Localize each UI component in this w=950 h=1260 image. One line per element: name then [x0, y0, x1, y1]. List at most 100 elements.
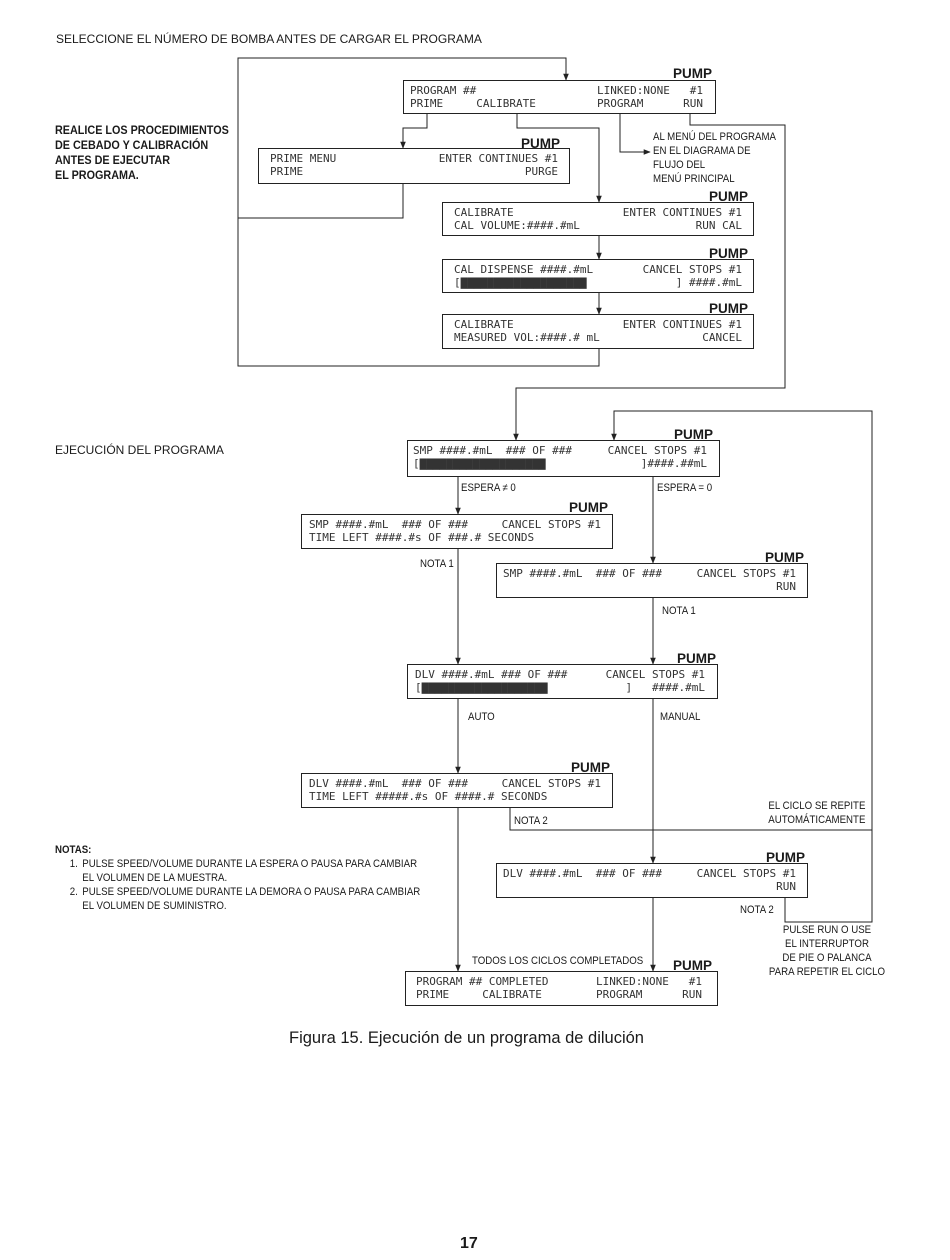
side-note-line: ANTES DE EJECUTAR	[55, 153, 171, 167]
lcd-line: CAL VOLUME:####.#mL	[454, 219, 580, 232]
lcd-line: PRIME	[270, 165, 304, 178]
notes-block: NOTAS: 1. PULSE SPEED/VOLUME DURANTE LA …	[55, 843, 420, 913]
pump-label: PUMP	[571, 760, 611, 775]
lcd-line: RUN	[776, 880, 796, 893]
page-number: 17	[460, 1235, 478, 1252]
nota2-label: NOTA 2	[740, 904, 774, 916]
lcd-smp-progress-screen: SMP ####.#mL ### OF ### CANCEL STOPS #1 […	[407, 440, 720, 477]
press-run-line: EL INTERRUPTOR	[785, 938, 869, 950]
lcd-line: CANCEL STOPS #1	[607, 444, 707, 457]
menu-note-line: EN EL DIAGRAMA DE	[653, 145, 751, 157]
lcd-line: CANCEL STOPS #1	[696, 567, 796, 580]
lcd-line: SMP ####.#mL ### OF ###	[503, 567, 662, 580]
lcd-line: ] ####.#mL	[625, 681, 705, 694]
pump-label: PUMP	[709, 246, 749, 261]
lcd-line: LINKED:NONE #1	[597, 84, 703, 97]
lcd-smp-wait-screen: SMP ####.#mL ### OF ### CANCEL STOPS #1 T…	[301, 514, 613, 549]
press-run-note: PULSE RUN O USE EL INTERRUPTOR DE PIE O …	[768, 923, 886, 979]
lcd-line: CANCEL STOPS #1	[501, 777, 601, 790]
pump-label: PUMP	[521, 136, 561, 151]
lcd-line: CANCEL STOPS #1	[696, 867, 796, 880]
pump-label: PUMP	[677, 651, 717, 666]
lcd-line: TIME LEFT #####.#s OF ####.# SECONDS	[309, 790, 548, 803]
lcd-line: SMP ####.#mL ### OF ###	[413, 444, 572, 457]
lcd-line: CANCEL	[702, 331, 742, 344]
note-line: EL VOLUMEN DE SUMINISTRO.	[82, 900, 227, 912]
side-note-line: REALICE LOS PROCEDIMIENTOS	[55, 123, 229, 137]
lcd-line: CANCEL STOPS #1	[642, 263, 742, 276]
pump-label: PUMP	[569, 500, 609, 515]
menu-note-line: AL MENÚ DEL PROGRAMA	[653, 131, 777, 143]
lcd-progress-bar: [▇▇▇▇▇▇▇▇▇▇▇▇▇▇▇▇▇▇▇	[415, 681, 548, 694]
cycle-repeats-line: EL CICLO SE REPITE	[767, 800, 865, 812]
lcd-line: PRIME CALIBRATE	[416, 988, 542, 1001]
pump-label: PUMP	[709, 189, 749, 204]
espera-not-zero-label: ESPERA ≠ 0	[461, 482, 516, 494]
menu-note-line: MENÚ PRINCIPAL	[653, 173, 735, 185]
lcd-dlv-progress-screen: DLV ####.#mL ### OF ### CANCEL STOPS #1 […	[407, 664, 718, 699]
pump-label: PUMP	[765, 550, 805, 565]
nota1-label: NOTA 1	[662, 605, 696, 617]
pump-label: PUMP	[766, 850, 806, 865]
lcd-line: ]####.##mL	[640, 457, 707, 470]
note-number: 2.	[69, 886, 78, 898]
lcd-line: TIME LEFT ####.#s OF ###.# SECONDS	[309, 531, 535, 544]
lcd-line: CALIBRATE	[454, 206, 514, 219]
lcd-calibrate-measured-screen: CALIBRATE ENTER CONTINUES #1 MEASURED VOL…	[442, 314, 754, 349]
nota1-label: NOTA 1	[420, 558, 454, 570]
lcd-cal-dispense-screen: CAL DISPENSE ####.#mL CANCEL STOPS #1 [▇▇…	[442, 259, 754, 293]
figure-caption: Figura 15. Ejecución de un programa de d…	[289, 1029, 644, 1047]
lcd-progress-bar: [▇▇▇▇▇▇▇▇▇▇▇▇▇▇▇▇▇▇▇	[413, 457, 546, 470]
lcd-line: ENTER CONTINUES #1	[438, 152, 558, 165]
cycle-repeats-line: AUTOMÁTICAMENTE	[767, 814, 865, 826]
lcd-line: DLV ####.#mL ### OF ###	[503, 867, 662, 880]
lcd-line: CANCEL STOPS #1	[501, 518, 601, 531]
lcd-line: PROGRAM ## COMPLETED	[416, 975, 549, 988]
pump-label: PUMP	[673, 958, 713, 973]
lcd-line: LINKED:NONE #1	[596, 975, 702, 988]
lcd-line: CANCEL STOPS #1	[605, 668, 705, 681]
lcd-line: CAL DISPENSE ####.#mL	[454, 263, 594, 276]
menu-note: AL MENÚ DEL PROGRAMA EN EL DIAGRAMA DE F…	[653, 130, 776, 186]
lcd-progress-bar: [▇▇▇▇▇▇▇▇▇▇▇▇▇▇▇▇▇▇▇	[454, 276, 587, 289]
lcd-line: PROGRAM RUN	[597, 97, 703, 110]
side-note-line: EL PROGRAMA.	[55, 168, 139, 182]
auto-label: AUTO	[468, 711, 495, 723]
lcd-line: PURGE	[524, 165, 558, 178]
side-note: REALICE LOS PROCEDIMIENTOS DE CEBADO Y C…	[55, 123, 229, 183]
lcd-line: CALIBRATE	[454, 318, 514, 331]
note-line: PULSE SPEED/VOLUME DURANTE LA ESPERA O P…	[82, 858, 418, 870]
press-run-line: PULSE RUN O USE	[782, 924, 872, 936]
lcd-line: PROGRAM ##	[410, 84, 477, 97]
lcd-line: DLV ####.#mL ### OF ###	[415, 668, 568, 681]
lcd-program-screen: PROGRAM ## LINKED:NONE #1 PRIME CALIBRATE…	[403, 80, 716, 114]
lcd-line: ENTER CONTINUES #1	[622, 318, 742, 331]
nota2-label: NOTA 2	[514, 815, 548, 827]
lcd-line: SMP ####.#mL ### OF ###	[309, 518, 468, 531]
manual-label: MANUAL	[660, 711, 701, 723]
lcd-smp-run-screen: SMP ####.#mL ### OF ### CANCEL STOPS #1 R…	[496, 563, 808, 598]
lcd-line: RUN	[776, 580, 796, 593]
pump-label: PUMP	[673, 66, 713, 81]
side-note-line: DE CEBADO Y CALIBRACIÓN	[55, 138, 209, 152]
cycle-repeats-note: EL CICLO SE REPITE AUTOMÁTICAMENTE	[768, 799, 865, 827]
lcd-dlv-wait-screen: DLV ####.#mL ### OF ### CANCEL STOPS #1 T…	[301, 773, 613, 808]
lcd-line: DLV ####.#mL ### OF ###	[309, 777, 468, 790]
note-line: PULSE SPEED/VOLUME DURANTE LA DEMORA O P…	[82, 886, 421, 898]
lcd-calibrate-screen: CALIBRATE ENTER CONTINUES #1 CAL VOLUME:#…	[442, 202, 754, 236]
note-number: 1.	[69, 858, 78, 870]
section-label: EJECUCIÓN DEL PROGRAMA	[55, 443, 224, 457]
note-line: EL VOLUMEN DE LA MUESTRA.	[82, 872, 228, 884]
menu-note-line: FLUJO DEL	[653, 159, 706, 171]
lcd-program-completed-screen: PROGRAM ## COMPLETED LINKED:NONE #1 PRIME…	[405, 971, 718, 1006]
lcd-line: PRIME CALIBRATE	[410, 97, 536, 110]
espera-zero-label: ESPERA = 0	[657, 482, 713, 494]
lcd-line: RUN CAL	[695, 219, 742, 232]
lcd-dlv-run-screen: DLV ####.#mL ### OF ### CANCEL STOPS #1 R…	[496, 863, 808, 898]
lcd-line: MEASURED VOL:####.# mL	[454, 331, 600, 344]
lcd-line: PROGRAM RUN	[596, 988, 702, 1001]
lcd-line: ENTER CONTINUES #1	[622, 206, 742, 219]
notes-title: NOTAS:	[55, 844, 92, 856]
